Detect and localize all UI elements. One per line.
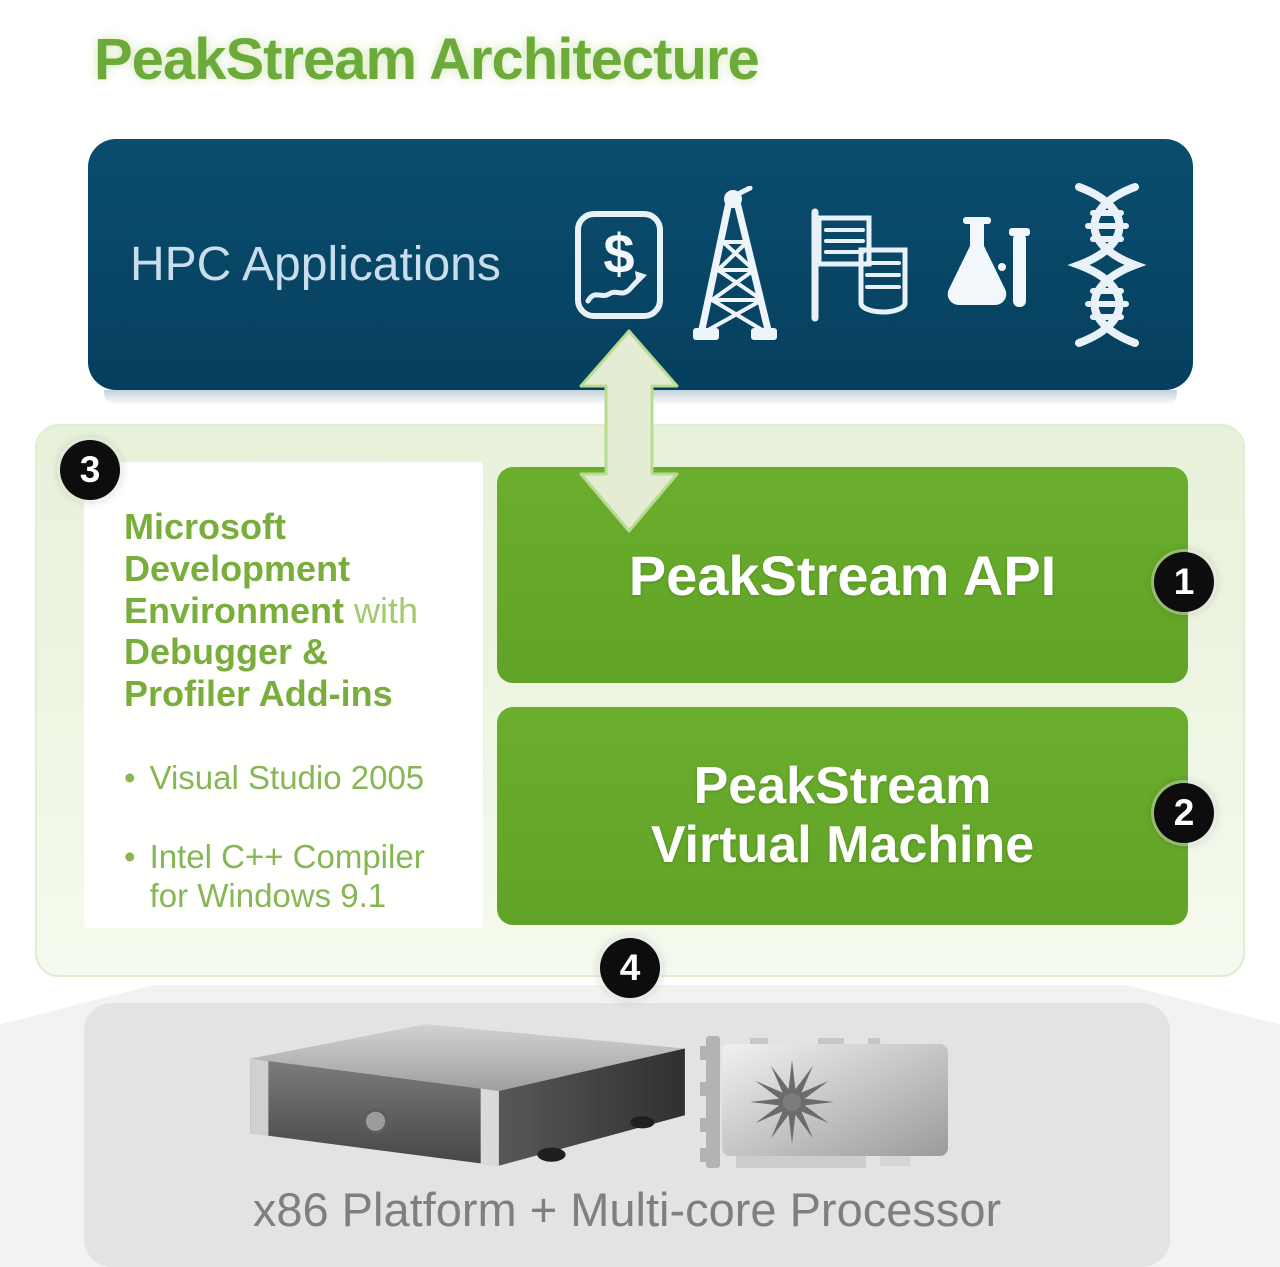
chemistry-flask-icon [939, 215, 1035, 315]
dna-helix-icon [1063, 181, 1151, 349]
data-records-icon [805, 206, 911, 324]
dev-heading-with: with [344, 589, 419, 631]
gpu-card-image [700, 1030, 960, 1185]
badge-2: 2 [1154, 783, 1214, 843]
peakstream-vm-box: PeakStream Virtual Machine [497, 707, 1188, 925]
dev-bullet-list: • Visual Studio 2005 • Intel C++ Compile… [124, 759, 449, 916]
hpc-icon-row: $ [573, 181, 1151, 349]
list-item: • Visual Studio 2005 [124, 759, 449, 798]
bullet-icon: • [124, 758, 136, 796]
server-chassis-image [238, 1018, 693, 1175]
list-item: • Intel C++ Compiler for Windows 9.1 [124, 838, 449, 916]
dev-heading-bold-1: Microsoft Development Environment [124, 506, 351, 631]
oil-derrick-icon [693, 185, 777, 344]
dev-environment-heading: Microsoft Development Environment with D… [124, 506, 449, 715]
diagram-title: PeakStream Architecture [94, 27, 760, 92]
badge-1: 1 [1154, 552, 1214, 612]
platform-caption: x86 Platform + Multi-core Processor [252, 1183, 1002, 1236]
badge-4: 4 [600, 938, 660, 998]
peakstream-api-label: PeakStream API [628, 543, 1057, 607]
peakstream-vm-label: PeakStream Virtual Machine [651, 757, 1034, 875]
bullet-text-visual-studio: Visual Studio 2005 [149, 758, 425, 796]
dev-environment-box: Microsoft Development Environment with D… [84, 462, 483, 928]
dev-heading-bold-2: Debugger & Profiler Add-ins [124, 631, 393, 714]
svg-text:$: $ [603, 222, 634, 285]
finance-chart-icon: $ [573, 209, 665, 321]
vm-label-line1: PeakStream [693, 757, 992, 816]
bullet-text-intel-compiler: Intel C++ Compiler for Windows 9.1 [149, 837, 425, 914]
hpc-applications-label: HPC Applications [130, 238, 501, 291]
bidirectional-flow-arrow [577, 328, 681, 539]
vm-label-line2: Virtual Machine [650, 816, 1035, 874]
bullet-icon: • [124, 837, 136, 875]
badge-3: 3 [60, 440, 120, 500]
